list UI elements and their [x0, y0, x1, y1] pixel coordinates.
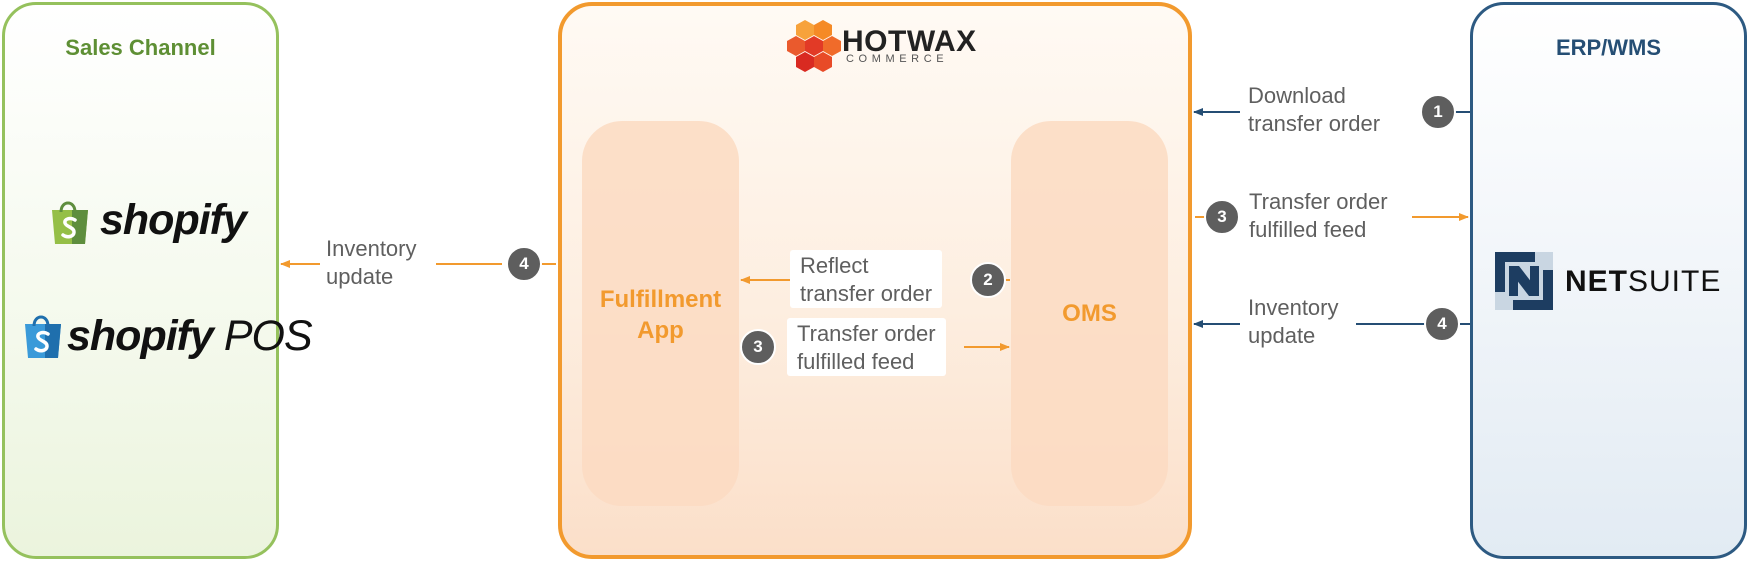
flow-label-line: transfer order	[1248, 111, 1381, 136]
netsuite-suffix: SUITE	[1628, 265, 1722, 298]
sales-channel-title: Sales Channel	[65, 35, 216, 60]
step-badge: 4	[506, 246, 542, 282]
oms-label: OMS	[1062, 300, 1117, 327]
shopify-pos-suffix: POS	[223, 312, 313, 360]
step-badge: 4	[1424, 306, 1460, 342]
flow-label-line: update	[1248, 323, 1316, 348]
flow-label-line: Inventory	[1248, 295, 1339, 320]
shopify-pos-logo-text: shopify POS	[67, 312, 313, 361]
flow-label-inventory-update-erp: Inventory update	[1248, 294, 1339, 350]
shopify-pos-bag-icon	[25, 315, 61, 358]
flow-label-line: update	[326, 264, 394, 289]
shopify-logo-text: shopify	[100, 196, 247, 244]
oms-box	[1011, 121, 1168, 506]
hotwax-logo-text: HOTWAX	[842, 25, 977, 58]
hotwax-logo-subtitle: COMMERCE	[846, 53, 949, 65]
netsuite-prefix: NET	[1565, 265, 1628, 298]
flow-label-download-transfer-order: Download transfer order	[1248, 82, 1380, 138]
flow-label-line: fulfilled feed	[797, 349, 915, 374]
erp-wms-title: ERP/WMS	[1555, 35, 1662, 60]
flow-label-line: Reflect	[800, 253, 869, 278]
shopify-bag-icon	[52, 201, 88, 244]
netsuite-n-icon	[1495, 252, 1553, 310]
step-badge: 1	[1420, 94, 1456, 130]
flow-label-line: Inventory	[326, 236, 417, 261]
step-badge: 3	[740, 329, 776, 365]
netsuite-logo-text: NETSUITE	[1565, 265, 1721, 299]
flow-label-fulfilled-feed-internal: Transfer order fulfilled feed	[787, 318, 946, 376]
flow-label-line: Transfer order	[797, 321, 936, 346]
step-badge: 3	[1204, 199, 1240, 235]
step-badge: 2	[970, 262, 1006, 298]
shopify-pos-brand: shopify	[67, 312, 214, 360]
flow-label-fulfilled-feed-erp: Transfer order fulfilled feed	[1249, 188, 1388, 244]
flow-label-inventory-update-sales: Inventory update	[326, 235, 417, 291]
fulfillment-app-label: Fulfillment App	[599, 286, 722, 344]
flow-label-line: Download	[1248, 83, 1346, 108]
flow-label-line: transfer order	[800, 281, 933, 306]
flow-label-line: Transfer order	[1249, 189, 1388, 214]
flow-label-line: fulfilled feed	[1249, 217, 1367, 242]
hexagon-cluster-icon	[787, 20, 841, 72]
sales-channel-panel: Sales Channel	[2, 2, 279, 559]
fulfillment-app-box	[582, 121, 739, 506]
flow-label-reflect-transfer-order: Reflect transfer order	[790, 250, 943, 308]
